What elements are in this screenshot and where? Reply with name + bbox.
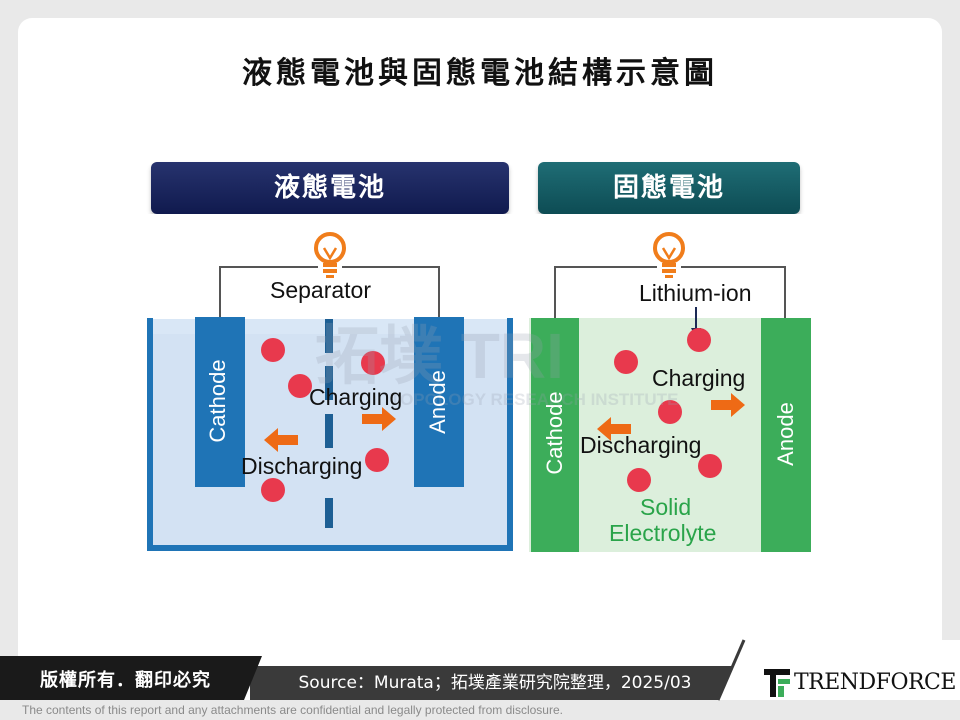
solid-charging-label: Charging — [652, 365, 746, 391]
solid-battery-diagram — [529, 214, 811, 559]
liquid-anode-label: Anode — [425, 370, 450, 434]
discharging-arrow-icon — [597, 417, 631, 441]
lightbulb-icon — [653, 232, 685, 278]
source-note: Source：Murata；拓墣產業研究院整理，2025/03 — [298, 673, 692, 693]
solid-electrolyte-label-line1: Solid — [640, 494, 692, 520]
copyright-notice: 版權所有．翻印必究 — [40, 670, 211, 691]
charging-arrow-icon — [711, 393, 745, 417]
solid-anode-label: Anode — [773, 402, 798, 466]
watermark-brand: 拓墣 TRI — [315, 320, 564, 392]
solid-discharging-label: Discharging — [580, 432, 702, 458]
lightbulb-icon — [314, 232, 346, 278]
separator-label: Separator — [270, 277, 372, 303]
discharging-arrow-icon — [264, 428, 298, 452]
trendforce-logo-icon — [764, 669, 790, 697]
charging-arrow-icon — [362, 407, 396, 431]
liquid-battery-header: 液態電池 — [151, 162, 509, 214]
trendforce-logo-text: TRENDFORCE — [794, 670, 956, 695]
lithium-ion-label: Lithium-ion — [639, 280, 752, 306]
solid-battery-header: 固態電池 — [538, 162, 800, 214]
liquid-discharging-label: Discharging — [241, 453, 363, 479]
watermark-institute: TOPOLOGY RESEARCH INSTITUTE — [390, 390, 679, 409]
liquid-battery-diagram — [140, 214, 520, 559]
page-title: 液態電池與固態電池結構示意圖 — [242, 56, 718, 91]
solid-cathode-label: Cathode — [542, 391, 567, 475]
liquid-charging-label: Charging — [309, 384, 403, 410]
liquid-cathode-label: Cathode — [205, 359, 230, 443]
disclaimer-text: The contents of this report and any atta… — [22, 703, 563, 717]
solid-electrolyte-label-line2: Electrolyte — [609, 520, 717, 546]
footer-stripes — [0, 639, 960, 701]
